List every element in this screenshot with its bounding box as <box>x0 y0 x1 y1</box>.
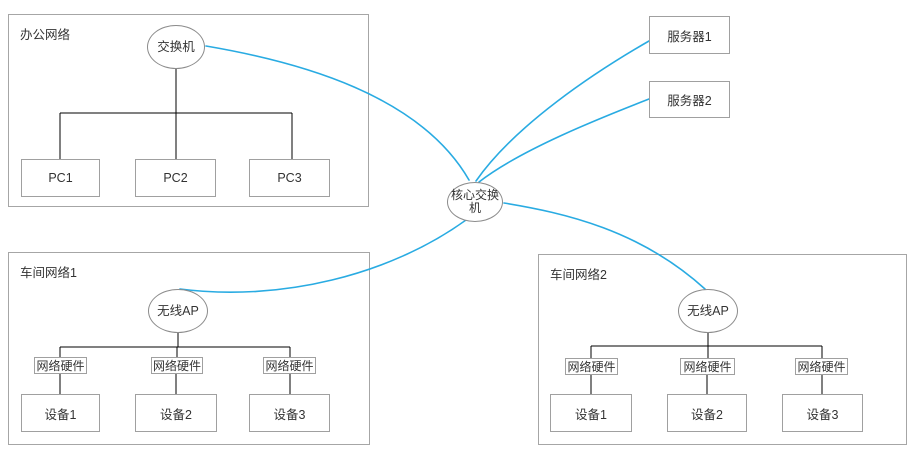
server2-label: 服务器2 <box>667 94 712 108</box>
pc2-label: PC2 <box>163 171 188 185</box>
workshop1-hw3-node[interactable]: 网络硬件 <box>263 357 316 374</box>
office-network-label: 办公网络 <box>20 28 71 42</box>
workshop1-device3-node[interactable]: 设备3 <box>249 394 330 432</box>
workshop2-hw3-label: 网络硬件 <box>797 360 846 374</box>
workshop2-device2-node[interactable]: 设备2 <box>667 394 747 432</box>
workshop1-hw1-node[interactable]: 网络硬件 <box>34 357 87 374</box>
link-core-to-server1 <box>475 40 650 182</box>
server2-node[interactable]: 服务器2 <box>649 81 730 118</box>
workshop2-hw2-label: 网络硬件 <box>683 360 732 374</box>
workshop2-hw1-node[interactable]: 网络硬件 <box>565 358 618 375</box>
workshop1-hw1-label: 网络硬件 <box>36 359 85 373</box>
office-switch-node[interactable]: 交换机 <box>147 25 205 69</box>
workshop1-ap-node[interactable]: 无线AP <box>148 289 208 333</box>
workshop2-ap-node[interactable]: 无线AP <box>678 289 738 333</box>
workshop1-hw2-node[interactable]: 网络硬件 <box>151 357 203 374</box>
core-switch-label: 核心交换机 <box>450 188 499 215</box>
pc1-label: PC1 <box>48 171 73 185</box>
workshop2-device3-label: 设备3 <box>806 407 839 422</box>
pc1-node[interactable]: PC1 <box>21 159 100 197</box>
pc3-node[interactable]: PC3 <box>249 159 330 197</box>
workshop2-ap-label: 无线AP <box>687 303 729 318</box>
link-core-to-server2 <box>478 98 650 183</box>
workshop2-device1-node[interactable]: 设备1 <box>550 394 632 432</box>
workshop1-device1-label: 设备1 <box>44 407 77 422</box>
workshop1-ap-label: 无线AP <box>157 303 199 318</box>
workshop2-hw2-node[interactable]: 网络硬件 <box>680 358 735 375</box>
workshop1-label: 车间网络1 <box>20 266 77 280</box>
workshop2-label: 车间网络2 <box>550 268 607 282</box>
workshop2-hw3-node[interactable]: 网络硬件 <box>795 358 848 375</box>
core-switch-node[interactable]: 核心交换机 <box>447 182 503 222</box>
server1-label: 服务器1 <box>667 29 712 44</box>
workshop2-device3-node[interactable]: 设备3 <box>782 394 863 432</box>
workshop2-device1-label: 设备1 <box>575 407 607 422</box>
pc3-label: PC3 <box>277 171 302 185</box>
server1-node[interactable]: 服务器1 <box>649 16 730 54</box>
workshop2-device2-label: 设备2 <box>691 407 723 422</box>
workshop2-hw1-label: 网络硬件 <box>567 360 616 374</box>
pc2-node[interactable]: PC2 <box>135 159 216 197</box>
workshop1-device2-node[interactable]: 设备2 <box>135 394 217 432</box>
workshop1-device1-node[interactable]: 设备1 <box>21 394 100 432</box>
workshop1-device3-label: 设备3 <box>273 407 306 422</box>
workshop1-hw2-label: 网络硬件 <box>152 359 201 373</box>
workshop1-device2-label: 设备2 <box>160 407 192 422</box>
office-switch-label: 交换机 <box>157 39 195 54</box>
workshop1-hw3-label: 网络硬件 <box>265 359 314 373</box>
